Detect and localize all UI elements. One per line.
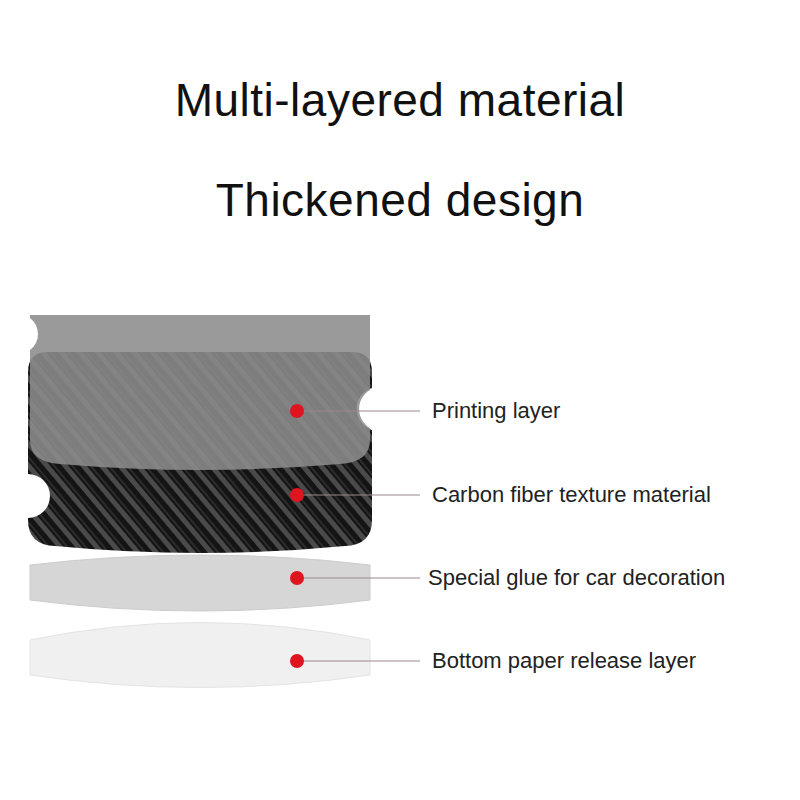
layer-label: Special glue for car decoration: [428, 564, 725, 592]
subtitle: Thickened design: [0, 172, 800, 228]
layer-label: Bottom paper release layer: [432, 647, 696, 675]
glue-layer: [30, 555, 370, 611]
diagram-title: Multi-layered material: [0, 72, 800, 128]
callout-dots: [290, 404, 304, 668]
leader-lines: [297, 411, 420, 661]
release-paper-layer: [30, 623, 370, 688]
layer-label: Printing layer: [432, 397, 560, 425]
printing-layer: [30, 315, 370, 470]
layer-label: Carbon fiber texture material: [432, 481, 711, 509]
